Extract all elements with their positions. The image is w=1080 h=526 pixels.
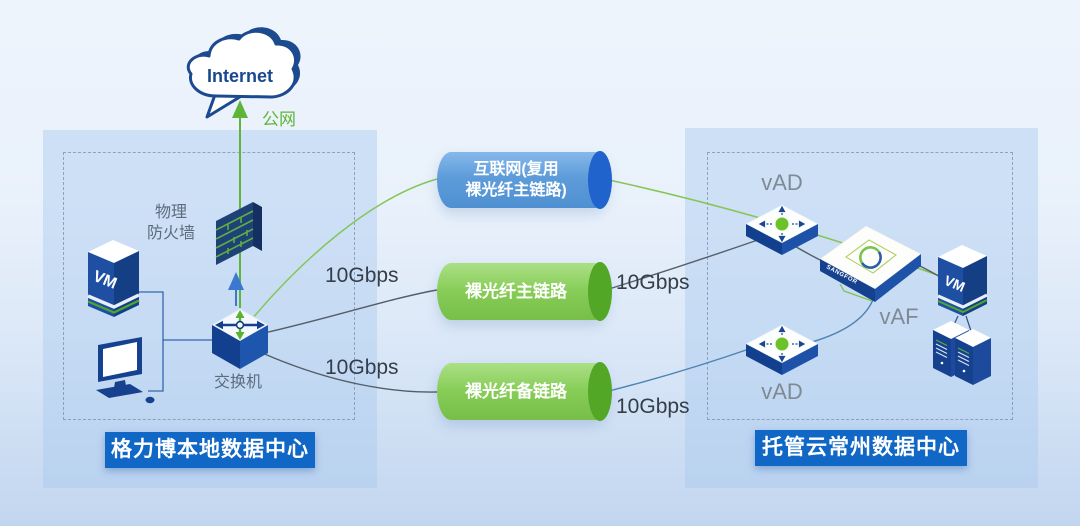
right-datacenter-dashed-border	[707, 152, 1013, 420]
desktop-computer-icon	[96, 337, 155, 404]
link-switch-to-primary-pipe	[263, 289, 438, 334]
speed-label-left-top: 10Gbps	[325, 264, 399, 287]
vad-bottom-glyph	[758, 325, 806, 363]
right-datacenter-panel	[685, 128, 1038, 488]
mouse	[145, 396, 155, 404]
internet-label: Internet	[206, 66, 273, 86]
internet-pipe-cap	[588, 151, 612, 209]
vaf-appliance-icon: SANGFOR	[819, 225, 922, 302]
internet-link-pipe: 互联网(复用 裸光纤主链路)	[437, 151, 612, 209]
vm-right-white-band	[937, 293, 988, 309]
vad-bottom-label: vAD	[761, 379, 803, 404]
firewall-label-line2: 防火墙	[146, 225, 195, 242]
internet-cloud-icon	[186, 27, 301, 119]
link-switch-to-backup-pipe	[259, 351, 438, 393]
vaf-side	[875, 254, 921, 302]
backup-pipe-label: 裸光纤备链路	[465, 382, 567, 401]
backup-pipe-cap	[588, 362, 612, 421]
vm-left-green-stripe	[87, 299, 140, 314]
firewall-label-line1: 物理	[154, 204, 187, 221]
primary-fiber-pipe: 裸光纤主链路	[437, 262, 612, 321]
switch-icon	[210, 308, 270, 369]
vm-left-white-band	[87, 293, 140, 309]
vm-right-top	[938, 245, 987, 268]
vaf-logo-swirl	[859, 246, 882, 269]
vad-top-icon	[745, 204, 819, 255]
firewall-front	[216, 202, 253, 265]
vm-right-text: VM	[942, 272, 968, 295]
vm-left-side	[114, 251, 139, 317]
speed-label-right-bottom: 10Gbps	[616, 395, 690, 418]
vm-left-top	[88, 240, 139, 263]
speed-label-right-top: 10Gbps	[616, 271, 690, 294]
switch-label: 交换机	[213, 374, 262, 391]
server-front	[955, 329, 991, 385]
cloud-body	[186, 29, 298, 99]
vm-left-icon: VM	[87, 240, 140, 317]
monitor-screen	[103, 342, 137, 377]
link-vm-pc-junction	[139, 291, 164, 392]
firewall-bricks	[215, 210, 254, 258]
primary-pipe-cap	[588, 262, 612, 321]
left-datacenter-dashed-border	[63, 152, 355, 420]
firewall-label: 物理 防火墙	[140, 202, 202, 244]
internet-pipe-label-line2: 裸光纤主链路)	[465, 182, 567, 199]
backup-fiber-pipe: 裸光纤备链路	[437, 362, 612, 421]
vad-top-glyph	[758, 205, 806, 243]
vm-left-front	[88, 252, 114, 317]
public-net-label: 公网	[262, 110, 296, 129]
link-switch-to-internet-pipe	[251, 178, 438, 320]
server-towers-icon	[933, 321, 991, 385]
vaf-top	[819, 225, 922, 290]
vm-right-icon: VM	[937, 245, 988, 316]
vaf-logo-frame	[845, 239, 897, 274]
switch-front-left	[212, 325, 240, 369]
switch-top-arrows	[215, 310, 265, 340]
firewall-icon	[215, 202, 262, 265]
vm-right-front	[938, 257, 963, 316]
vaf-label: vAF	[879, 304, 919, 329]
vad-bottom-icon	[745, 324, 819, 375]
vm-right-side	[963, 256, 987, 316]
right-datacenter-banner: 托管云常州数据中心	[755, 430, 967, 466]
vaf-green-detail	[839, 283, 873, 302]
link-vm-to-servers-2	[965, 315, 972, 332]
firewall-side	[253, 202, 262, 251]
internet-pipe-label-line1: 互联网(复用	[473, 161, 559, 178]
primary-pipe-label: 裸光纤主链路	[465, 282, 567, 301]
link-backup-pipe-to-vad2	[608, 347, 753, 392]
vad-top-label: vAD	[761, 170, 803, 195]
keyboard	[96, 384, 143, 398]
switch-front-right	[240, 325, 268, 369]
vm-right-green-stripe	[937, 299, 988, 314]
vaf-front	[820, 259, 875, 302]
speed-label-left-bottom: 10Gbps	[325, 356, 399, 379]
left-datacenter-banner: 格力博本地数据中心	[105, 432, 315, 468]
